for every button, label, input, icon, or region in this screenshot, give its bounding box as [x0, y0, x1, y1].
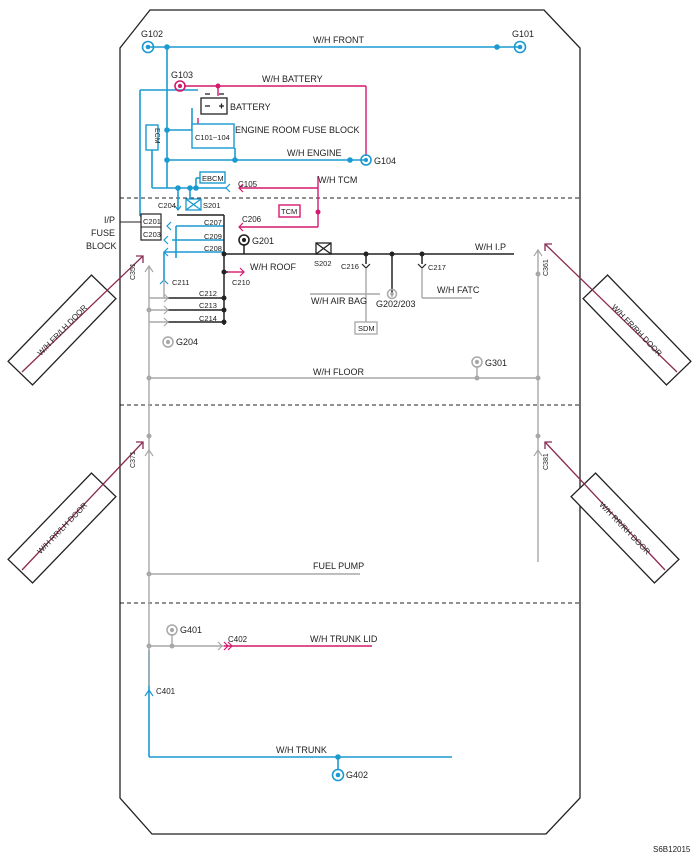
label-w-h-battery: W/H BATTERY [262, 74, 323, 84]
label-w-h-floor: W/H FLOOR [313, 367, 364, 377]
ebcm-box [199, 171, 226, 184]
label-c402: C402 [228, 635, 248, 644]
label-w-h-fatc: W/H FATC [437, 285, 480, 295]
label-c351: C351 [130, 263, 137, 280]
label-w-h-trunk: W/H TRUNK [276, 745, 327, 755]
pink-wiring [184, 85, 372, 647]
label-c216: C216 [341, 262, 359, 271]
label-g401: G401 [180, 625, 202, 635]
black-wiring [168, 214, 514, 325]
label-c381: C381 [543, 453, 550, 470]
label-g201: G201 [252, 236, 274, 246]
label-w-h-engine: W/H ENGINE [287, 148, 342, 158]
label-w-h-ip: W/H I.P [475, 242, 506, 252]
label-c204: C204 [158, 201, 176, 210]
labels: W/H FRONT W/H BATTERY W/H ENGINE W/H TCM… [36, 29, 691, 854]
blue-nodes [164, 44, 500, 760]
label-c371: C371 [130, 451, 137, 468]
pink-arrows [223, 183, 245, 651]
tcm-box [278, 204, 301, 218]
label-g301: G301 [485, 358, 507, 368]
blue-wiring [139, 46, 520, 770]
label-g202-203: G202/203 [376, 299, 416, 309]
label-w-h-front: W/H FRONT [313, 35, 364, 45]
label-c213: C213 [199, 301, 217, 310]
engine-room-fuse-block-box [191, 123, 235, 149]
label-c105: C105 [238, 180, 258, 189]
label-s201: S201 [203, 201, 221, 210]
battery-symbol [200, 93, 228, 115]
label-w-h-roof: W/H ROOF [250, 262, 296, 272]
label-c217: C217 [428, 263, 446, 272]
label-c101-104: C101~104 [195, 133, 230, 142]
label-ip-fuse-block-1: I/P [104, 215, 115, 225]
label-g102: G102 [141, 29, 163, 39]
blue-arrows [144, 183, 231, 697]
label-c201: C201 [143, 217, 161, 226]
door-harness-leads [21, 243, 678, 571]
ground-g102 [141, 40, 155, 54]
vehicle-body-outline [119, 9, 581, 835]
label-sdm: SDM [358, 324, 375, 333]
label-w-h-trunk-lid: W/H TRUNK LID [310, 634, 378, 644]
gray-wiring [148, 250, 539, 686]
label-tcm: TCM [281, 207, 297, 216]
label-g104: G104 [374, 156, 396, 166]
label-g103: G103 [171, 70, 193, 80]
label-battery: BATTERY [230, 102, 271, 112]
black-arrows [361, 263, 427, 269]
black-nodes [221, 251, 425, 325]
figure-id: S6B12015 [653, 845, 691, 854]
splice-s202 [315, 242, 332, 255]
label-s202: S202 [314, 259, 332, 268]
ground-g401 [166, 624, 178, 636]
label-w-h-air-bag: W/H AIR BAG [311, 296, 367, 306]
label-w-h-tcm: W/H TCM [318, 175, 357, 185]
label-c209: C209 [204, 232, 222, 241]
ground-g202-203 [386, 288, 398, 300]
label-c211: C211 [172, 278, 189, 287]
ground-g204 [162, 336, 174, 348]
ground-g104 [360, 154, 372, 166]
ground-g402 [331, 768, 345, 782]
door-fr-rh [582, 274, 692, 386]
ground-g201 [238, 234, 250, 246]
label-c212: C212 [199, 289, 217, 298]
label-g402: G402 [346, 770, 368, 780]
label-fuel-pump: FUEL PUMP [313, 561, 364, 571]
ecm-box [145, 124, 159, 151]
door-fr-lh [7, 274, 117, 386]
label-ecm: ECM [153, 128, 160, 144]
ground-g101 [513, 40, 527, 54]
label-engine-room-fuse-block: ENGINE ROOM FUSE BLOCK [235, 125, 360, 135]
label-c214: C214 [199, 314, 217, 323]
gray-nodes [146, 271, 541, 649]
label-c206: C206 [242, 215, 262, 224]
label-ip-fuse-block-3: BLOCK [86, 241, 117, 251]
section-dividers [120, 197, 580, 604]
ground-g103 [174, 80, 186, 92]
label-ebcm: EBCM [202, 174, 224, 183]
sdm-box [354, 321, 378, 335]
splice-s201 [185, 198, 202, 211]
label-c208: C208 [204, 244, 222, 253]
label-g204: G204 [176, 337, 198, 347]
ground-g301 [471, 356, 483, 368]
label-c207: C207 [204, 218, 222, 227]
label-c361: C361 [543, 259, 550, 276]
label-ip-fuse-block-2: FUSE [91, 228, 115, 238]
gray-arrows [144, 248, 543, 651]
label-c210: C210 [232, 278, 250, 287]
label-c401: C401 [156, 687, 176, 696]
label-g101: G101 [512, 29, 534, 39]
label-c203: C203 [143, 230, 161, 239]
